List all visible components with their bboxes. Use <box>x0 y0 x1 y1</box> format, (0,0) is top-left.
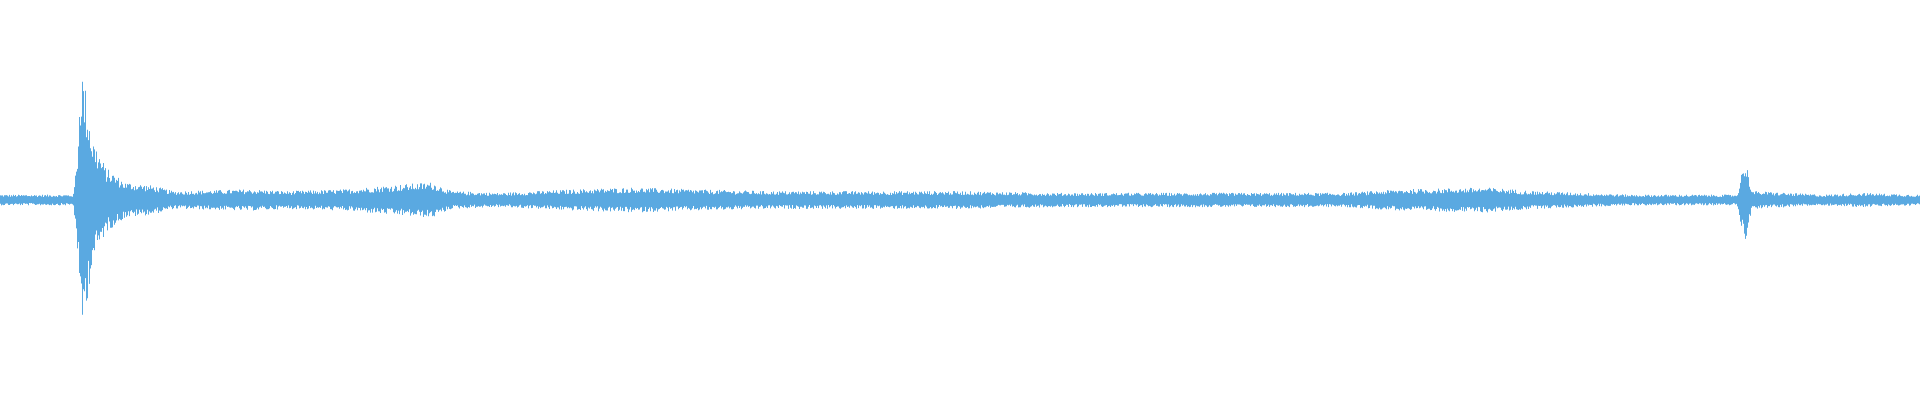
waveform-path <box>0 81 1920 315</box>
waveform-bars <box>0 81 1920 315</box>
